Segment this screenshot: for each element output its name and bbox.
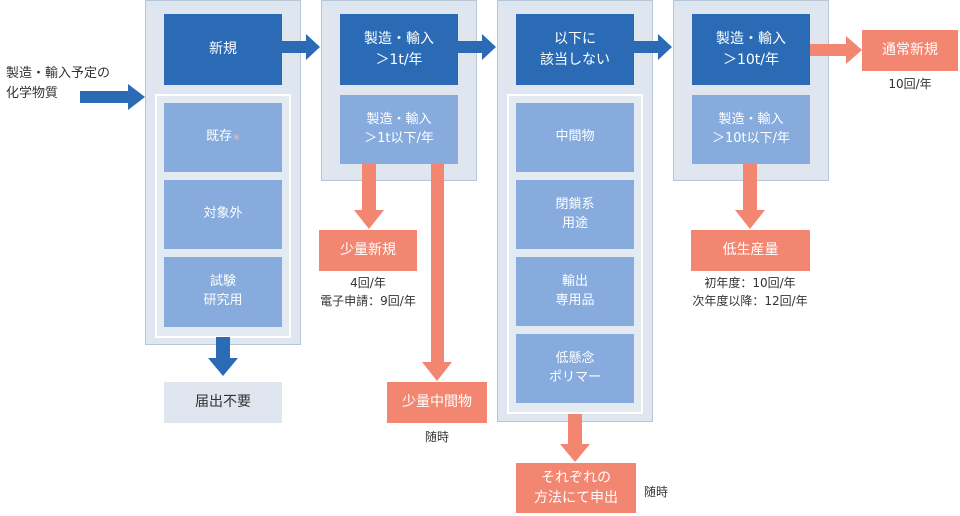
- arrow-new-to-1t: [282, 34, 320, 60]
- result-small-intermediate-note: 随時: [424, 430, 449, 444]
- arrow-down-to-small-new: [354, 164, 384, 229]
- box-under-1t: 製造・輸入 ＞1t以下/年: [340, 95, 458, 164]
- box-low-concern-polymer: 低懸念 ポリマー: [516, 334, 634, 403]
- arrow-10t-to-normal-new: [810, 36, 862, 64]
- result-each-method: それぞれの 方法にて申出: [516, 463, 636, 513]
- box-under-10t: 製造・輸入 ＞10t以下/年: [692, 95, 810, 164]
- box-existing: 既存※: [164, 103, 282, 172]
- result-each-method-note: 随時: [644, 485, 669, 499]
- arrow-down-to-low-volume: [735, 164, 765, 229]
- input-label: 製造・輸入予定の 化学物質: [6, 66, 111, 102]
- arrow-1t-to-not-applicable: [458, 34, 496, 60]
- box-export-only: 輸出 専用品: [516, 257, 634, 326]
- result-no-notification: 届出不要: [164, 382, 282, 423]
- result-normal-new: 通常新規: [862, 30, 958, 71]
- arrow-input-to-new: [80, 84, 145, 110]
- arrow-down-to-small-intermediate: [422, 164, 452, 381]
- box-existing-label: 既存: [206, 129, 233, 145]
- result-small-new-note: 4回/年 電子申請：9回/年: [320, 276, 416, 308]
- box-out-of-scope: 対象外: [164, 180, 282, 249]
- box-over-10t: 製造・輸入 ＞10t/年: [692, 14, 810, 85]
- box-closed-system: 閉鎖系 用途: [516, 180, 634, 249]
- result-small-intermediate: 少量中間物: [387, 382, 487, 423]
- box-new: 新規: [164, 14, 282, 85]
- box-not-applicable: 以下に 該当しない: [516, 14, 634, 85]
- result-normal-new-note: 10回/年: [888, 77, 932, 91]
- existing-note-mark: ※: [233, 132, 240, 142]
- result-small-new: 少量新規: [319, 230, 417, 271]
- box-intermediate: 中間物: [516, 103, 634, 172]
- arrow-down-to-no-notification: [208, 337, 238, 376]
- box-test-research: 試験 研究用: [164, 257, 282, 327]
- arrow-down-to-each-method: [560, 414, 590, 462]
- result-low-volume: 低生産量: [691, 230, 810, 271]
- arrow-not-applicable-to-10t: [634, 34, 672, 60]
- box-over-1t: 製造・輸入 ＞1t/年: [340, 14, 458, 85]
- result-low-volume-note: 初年度：10回/年 次年度以降：12回/年: [692, 276, 808, 308]
